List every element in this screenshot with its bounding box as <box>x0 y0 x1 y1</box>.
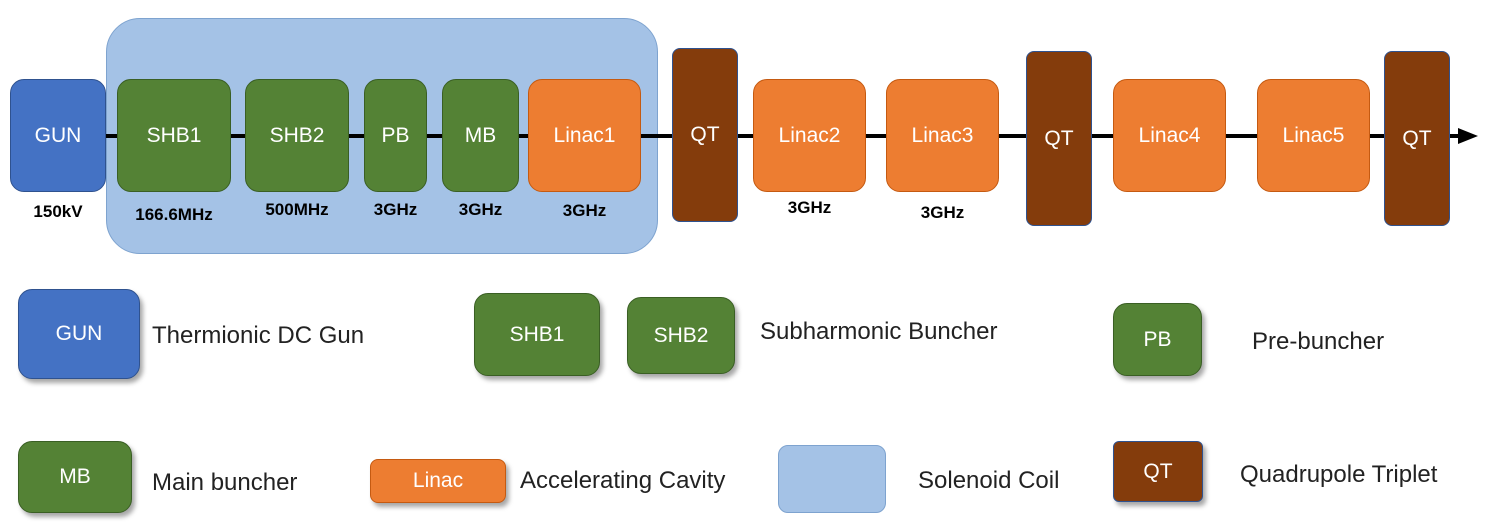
legend-shb-text: Subharmonic Buncher <box>760 318 998 345</box>
legend-linac-swatch: Linac <box>370 459 506 503</box>
legend-mb-text: Main buncher <box>152 469 298 496</box>
qt3-label: QT <box>1402 126 1432 150</box>
shb1-label: SHB1 <box>146 123 202 147</box>
legend-shb1-swatch: SHB1 <box>474 293 600 376</box>
legend-mb-swatch: MB <box>18 441 132 513</box>
linac1-frequency: 3GHz <box>562 201 607 220</box>
legend-shb1-label: SHB1 <box>509 322 565 346</box>
linac2-block: Linac2 <box>753 79 866 192</box>
qt3-block: QT <box>1384 51 1450 226</box>
shb1-frequency: 166.6MHz <box>135 205 213 224</box>
legend-qt-text: Quadrupole Triplet <box>1240 461 1438 488</box>
legend-gun-swatch: GUN <box>18 289 140 379</box>
qt2-block: QT <box>1026 51 1092 226</box>
legend-gun-text: Thermionic DC Gun <box>152 322 365 349</box>
pb-frequency: 3GHz <box>373 200 418 219</box>
pb-label: PB <box>381 123 410 147</box>
legend-gun-label: GUN <box>55 322 103 345</box>
legend-solenoid-swatch <box>778 445 886 513</box>
legend-linac-label: Linac <box>412 469 464 492</box>
shb1-block: SHB1 <box>117 79 231 192</box>
legend-pb-label: PB <box>1143 327 1172 351</box>
linac5-label: Linac5 <box>1282 123 1345 147</box>
linac1-block: Linac1 <box>528 79 641 192</box>
legend-shb2-label: SHB2 <box>653 323 709 347</box>
mb-frequency: 3GHz <box>458 200 503 219</box>
qt1-block: QT <box>672 48 738 222</box>
gun-block: GUN <box>10 79 106 192</box>
legend-solenoid-text: Solenoid Coil <box>918 467 1060 494</box>
legend-pb-text: Pre-buncher <box>1252 328 1385 355</box>
linac2-label: Linac2 <box>778 123 841 147</box>
qt2-label: QT <box>1044 126 1074 150</box>
legend-mb-label: MB <box>59 465 91 488</box>
mb-block: MB <box>442 79 519 192</box>
mb-label: MB <box>464 123 497 147</box>
linac3-frequency: 3GHz <box>920 203 965 222</box>
linac1-label: Linac1 <box>553 123 616 147</box>
legend-qt-swatch: QT <box>1113 441 1203 502</box>
shb2-label: SHB2 <box>269 123 325 147</box>
linac4-block: Linac4 <box>1113 79 1226 192</box>
linac2-frequency: 3GHz <box>787 198 832 217</box>
shb2-frequency: 500MHz <box>265 200 329 219</box>
linac4-label: Linac4 <box>1138 123 1201 147</box>
linac3-block: Linac3 <box>886 79 999 192</box>
linac5-block: Linac5 <box>1257 79 1370 192</box>
pb-block: PB <box>364 79 427 192</box>
linac3-label: Linac3 <box>911 123 974 147</box>
legend-linac-text: Accelerating Cavity <box>520 467 726 494</box>
beam-arrow-icon <box>1458 128 1478 144</box>
qt1-label: QT <box>690 123 720 146</box>
legend-qt-label: QT <box>1143 459 1173 483</box>
gun-label: GUN <box>34 123 82 147</box>
legend-shb2-swatch: SHB2 <box>627 297 735 374</box>
gun-voltage: 150kV <box>33 202 83 221</box>
shb2-block: SHB2 <box>245 79 349 192</box>
legend-pb-swatch: PB <box>1113 303 1202 376</box>
